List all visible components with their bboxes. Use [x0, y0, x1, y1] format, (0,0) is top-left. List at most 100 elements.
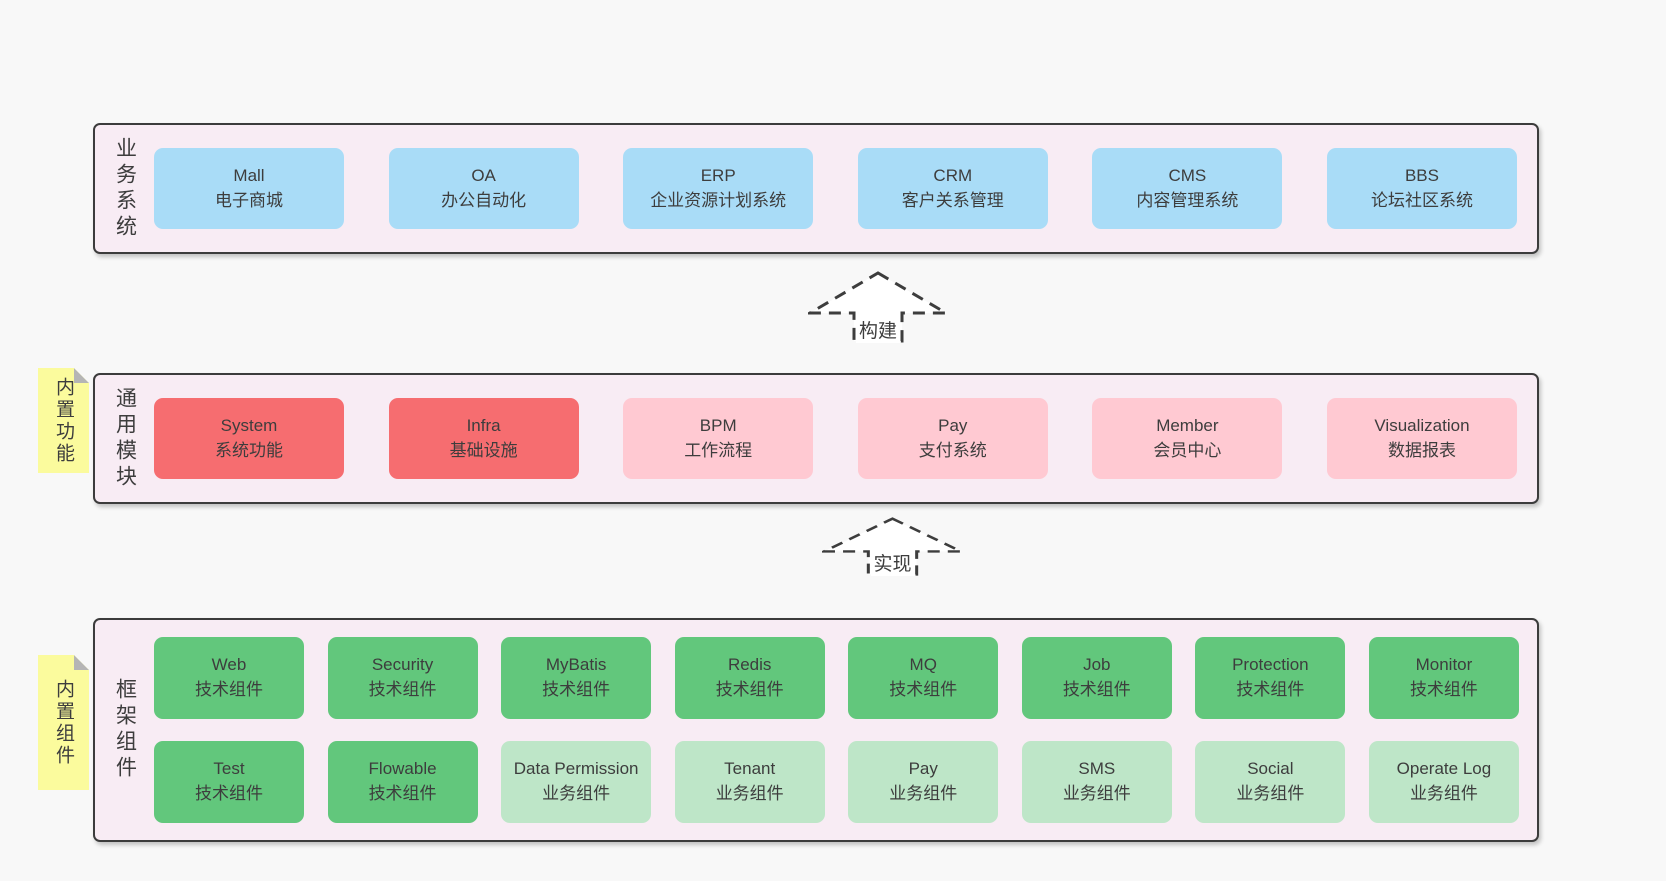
band-business-systems: 业务系统 Mall 电子商城 OA 办公自动化 ERP 企业资源计划系统 CRM…	[93, 123, 1539, 254]
box-subtitle: 技术组件	[542, 680, 611, 699]
note-fold-icon	[74, 368, 89, 383]
box-subtitle: 技术组件	[1062, 680, 1131, 699]
box-title: CRM	[933, 165, 973, 185]
up-arrow-icon	[808, 271, 948, 343]
box-subtitle: 技术组件	[195, 680, 263, 699]
box-title: Infra	[466, 415, 501, 435]
box-member: Member 会员中心	[1092, 398, 1283, 479]
box-subtitle: 数据报表	[1387, 440, 1456, 460]
box-subtitle: 业务组件	[1409, 784, 1478, 803]
box-title: Monitor	[1415, 655, 1473, 675]
box-subtitle: 技术组件	[195, 784, 263, 803]
box-title: BPM	[699, 415, 737, 435]
box-title: Operate Log	[1396, 759, 1492, 779]
box-subtitle: 系统功能	[215, 440, 283, 460]
box-subtitle: 业务组件	[1236, 784, 1305, 803]
box-erp: ERP 企业资源计划系统	[623, 148, 814, 229]
box-subtitle: 客户关系管理	[901, 190, 1004, 210]
box-social: Social 业务组件	[1195, 741, 1346, 823]
box-title: MQ	[909, 655, 937, 675]
arrow-label: 构建	[855, 316, 901, 343]
box-subtitle: 内容管理系统	[1136, 190, 1239, 210]
box-subtitle: 办公自动化	[441, 190, 527, 210]
box-title: ERP	[700, 165, 736, 185]
box-subtitle: 业务组件	[715, 784, 784, 803]
band-label: 框架组件	[113, 678, 137, 782]
box-title: Protection	[1232, 655, 1309, 675]
implement-arrow: 实现	[822, 517, 963, 576]
box-title: Data Permission	[513, 759, 639, 779]
box-protection: Protection 技术组件	[1195, 637, 1346, 719]
box-title: System	[220, 415, 278, 435]
box-job: Job 技术组件	[1021, 637, 1172, 719]
box-title: Visualization	[1374, 415, 1470, 435]
box-monitor: Monitor 技术组件	[1368, 637, 1519, 719]
band-framework-components: 框架组件 Web 技术组件 Security 技术组件 MyBatis 技术组件…	[93, 618, 1539, 842]
box-subtitle: 技术组件	[889, 680, 958, 699]
box-mq: MQ 技术组件	[848, 637, 999, 719]
note-label: 内置功能	[53, 376, 74, 465]
box-bpm: BPM 工作流程	[623, 398, 814, 479]
box-redis: Redis 技术组件	[674, 637, 825, 719]
box-subtitle: 论坛社区系统	[1370, 190, 1473, 210]
box-subtitle: 业务组件	[889, 784, 958, 803]
box-title: Job	[1083, 655, 1111, 675]
box-title: OA	[471, 165, 496, 185]
band-box-row: Mall 电子商城 OA 办公自动化 ERP 企业资源计划系统 CRM 客户关系…	[154, 125, 1537, 252]
box-infra: Infra 基础设施	[388, 398, 579, 479]
box-subtitle: 会员中心	[1153, 440, 1222, 460]
box-bbs: BBS 论坛社区系统	[1326, 148, 1517, 229]
note-builtin-components: 内置组件	[38, 655, 89, 790]
box-title: SMS	[1078, 759, 1116, 779]
box-crm: CRM 客户关系管理	[857, 148, 1048, 229]
box-flowable: Flowable 技术组件	[327, 741, 478, 823]
box-subtitle: 支付系统	[918, 440, 987, 460]
box-sms: SMS 业务组件	[1021, 741, 1172, 823]
band-common-modules: 通用模块 System 系统功能 Infra 基础设施 BPM 工作流程 Pay…	[93, 373, 1539, 504]
box-title: Flowable	[368, 759, 437, 779]
box-oa: OA 办公自动化	[388, 148, 579, 229]
box-title: CMS	[1168, 165, 1207, 185]
box-operate-log: Operate Log 业务组件	[1368, 741, 1519, 823]
box-test: Test 技术组件	[154, 741, 304, 823]
box-mall: Mall 电子商城	[154, 148, 344, 229]
box-data-permission: Data Permission 业务组件	[501, 741, 652, 823]
box-title: Test	[213, 759, 245, 779]
box-subtitle: 技术组件	[715, 680, 784, 699]
band-box-row: System 系统功能 Infra 基础设施 BPM 工作流程 Pay 支付系统…	[154, 375, 1537, 502]
box-title: Redis	[727, 655, 772, 675]
box-mybatis: MyBatis 技术组件	[501, 637, 652, 719]
box-visualization: Visualization 数据报表	[1326, 398, 1517, 479]
box-title: Pay	[938, 415, 968, 435]
box-title: Social	[1247, 759, 1294, 779]
box-title: Member	[1156, 415, 1219, 435]
box-subtitle: 电子商城	[215, 190, 283, 210]
box-title: Security	[371, 655, 434, 675]
box-title: Pay	[908, 759, 938, 779]
box-security: Security 技术组件	[327, 637, 478, 719]
box-title: Tenant	[724, 759, 776, 779]
box-pay-business: Pay 业务组件	[848, 741, 999, 823]
box-subtitle: 基础设施	[449, 440, 518, 460]
box-pay: Pay 支付系统	[857, 398, 1048, 479]
box-web: Web 技术组件	[154, 637, 304, 719]
box-subtitle: 技术组件	[1409, 680, 1478, 699]
box-title: MyBatis	[545, 655, 607, 675]
box-title: Web	[211, 655, 247, 675]
box-tenant: Tenant 业务组件	[674, 741, 825, 823]
box-subtitle: 企业资源计划系统	[650, 190, 787, 210]
box-subtitle: 技术组件	[1236, 680, 1305, 699]
note-fold-icon	[74, 655, 89, 670]
box-subtitle: 业务组件	[1062, 784, 1131, 803]
arrow-label: 实现	[870, 549, 915, 576]
box-subtitle: 技术组件	[368, 784, 437, 803]
box-subtitle: 技术组件	[368, 680, 437, 699]
band-box-grid: Web 技术组件 Security 技术组件 MyBatis 技术组件 Redi…	[154, 620, 1537, 840]
up-arrow-icon	[822, 517, 963, 576]
box-system: System 系统功能	[154, 398, 344, 479]
note-label: 内置组件	[53, 678, 74, 767]
build-arrow: 构建	[808, 271, 948, 343]
box-subtitle: 工作流程	[684, 440, 753, 460]
box-title: BBS	[1404, 165, 1439, 185]
